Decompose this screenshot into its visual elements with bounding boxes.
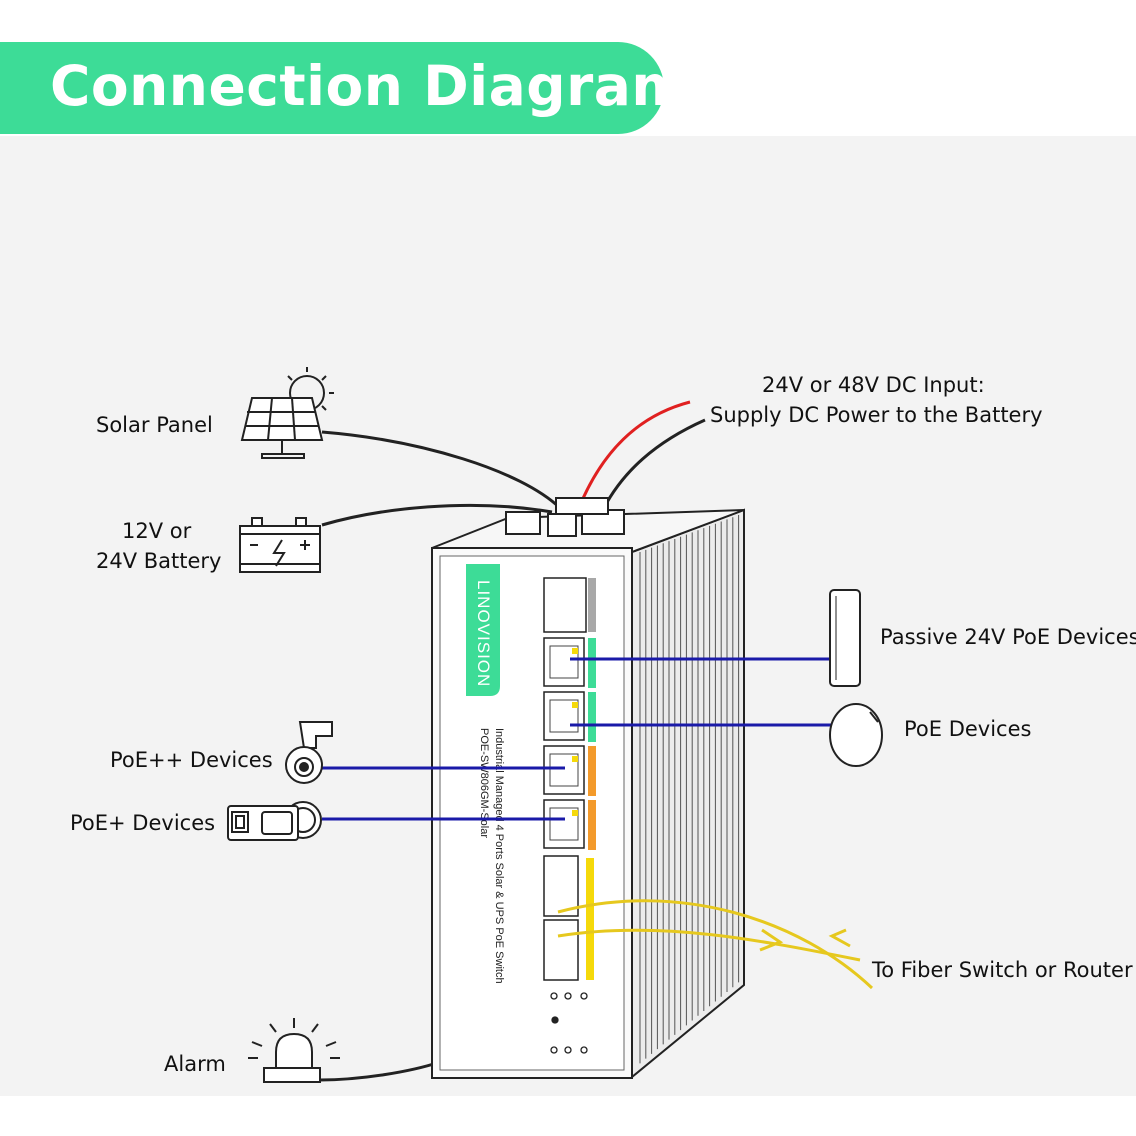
solar-panel-icon — [240, 367, 334, 459]
port-color-strip — [588, 746, 596, 796]
fiber-links — [557, 899, 874, 990]
terminal-block-mid — [547, 513, 577, 537]
rj45-socket — [549, 699, 579, 733]
sfp-color-strip — [586, 858, 594, 980]
label-poe-devices: PoE Devices — [904, 717, 1032, 741]
label-dc-input-line1: 24V or 48V DC Input: — [762, 373, 985, 397]
alarm-icon — [248, 1018, 340, 1083]
poe-device-icon — [829, 703, 883, 767]
solar-cable — [321, 430, 562, 510]
rj45-socket — [549, 645, 579, 679]
page-title: Connection Diagram — [50, 54, 690, 118]
bullet-camera-icon — [227, 801, 322, 841]
terminal-block-left — [505, 511, 541, 535]
battery-cable — [321, 503, 553, 527]
console-port — [543, 577, 587, 633]
label-poe-plus-devices: PoE+ Devices — [70, 811, 216, 835]
label-fiber: To Fiber Switch or Router — [872, 958, 1133, 982]
sfp-port-g2 — [543, 919, 579, 981]
title-banner — [0, 42, 664, 134]
label-passive-poe: Passive 24V PoE Devices — [880, 625, 1136, 649]
rj45-socket — [549, 753, 579, 787]
label-alarm: Alarm — [164, 1052, 226, 1076]
passive-poe-device-icon — [829, 589, 861, 687]
sfp-port-g1 — [543, 855, 579, 917]
battery-icon — [239, 517, 321, 573]
rj45-ports — [543, 637, 596, 850]
port-led — [572, 756, 578, 762]
label-solar-panel: Solar Panel — [96, 413, 213, 437]
poe-switch-device: LINOVISION Industrial Managed 4 Ports So… — [431, 497, 745, 1080]
port-led — [572, 810, 578, 816]
port-color-strip — [588, 800, 596, 850]
dc-positive-cable — [573, 400, 691, 519]
ptz-camera-icon — [285, 721, 333, 784]
bottom-margin — [0, 1096, 1136, 1136]
console-color-strip — [588, 578, 596, 632]
terminal-top — [555, 497, 609, 515]
port-led — [572, 648, 578, 654]
rj45-socket — [549, 807, 579, 841]
brand-strip — [466, 564, 500, 696]
port-color-strip — [588, 638, 596, 688]
model-number: POE-SW806GM-Solar — [478, 728, 490, 838]
label-dc-input-line2: Supply DC Power to the Battery — [710, 403, 1043, 427]
model-description: Industrial Managed 4 Ports Solar & UPS P… — [493, 728, 505, 984]
label-poe-pp-devices: PoE++ Devices — [110, 748, 273, 772]
label-battery-line1: 12V or — [122, 519, 192, 543]
port-color-strip — [588, 692, 596, 742]
status-leds — [550, 992, 588, 1054]
label-battery-line2: 24V Battery — [96, 549, 222, 573]
heatsink-fins — [639, 515, 740, 1064]
dc-negative-cable — [596, 418, 706, 521]
port-led — [572, 702, 578, 708]
alarm-cable — [319, 1060, 441, 1082]
brand-logo: LINOVISION — [474, 580, 493, 687]
